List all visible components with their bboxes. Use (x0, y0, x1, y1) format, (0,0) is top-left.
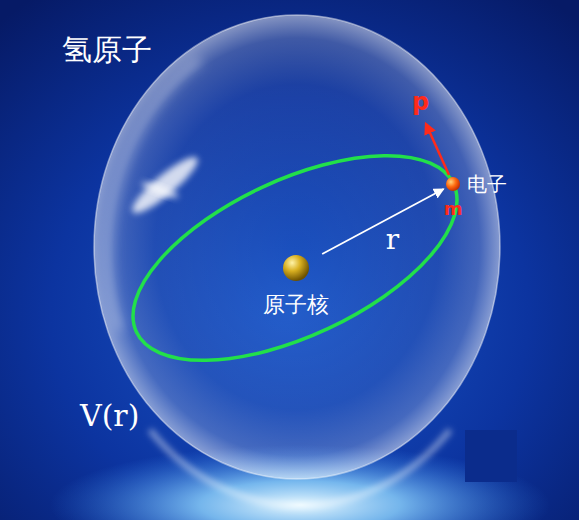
mass-symbol: m (444, 198, 463, 219)
nucleus-label: 原子核 (263, 290, 329, 320)
nucleus-node: 原子核 (263, 254, 329, 320)
electron-dot (445, 176, 461, 192)
potential-bubble (94, 15, 500, 479)
electron-ball (446, 177, 460, 191)
radius-arrow (322, 189, 443, 254)
nucleus-sphere (282, 254, 310, 282)
electron-orbit (103, 113, 486, 402)
momentum-arrow (426, 124, 449, 175)
electron-label: 电子 (467, 171, 507, 198)
dark-square (465, 430, 517, 482)
bubble-bottom-rim (150, 430, 450, 506)
bubble-highlight (140, 179, 180, 200)
diagram-title: 氢原子 (62, 30, 152, 71)
electron-node: 电子m (444, 171, 508, 219)
bubble-highlight (126, 150, 203, 219)
momentum-symbol: p (412, 88, 429, 116)
radius-label: r (386, 223, 399, 256)
potential-label: V(r) (80, 398, 139, 433)
nucleus-ball (283, 255, 309, 281)
